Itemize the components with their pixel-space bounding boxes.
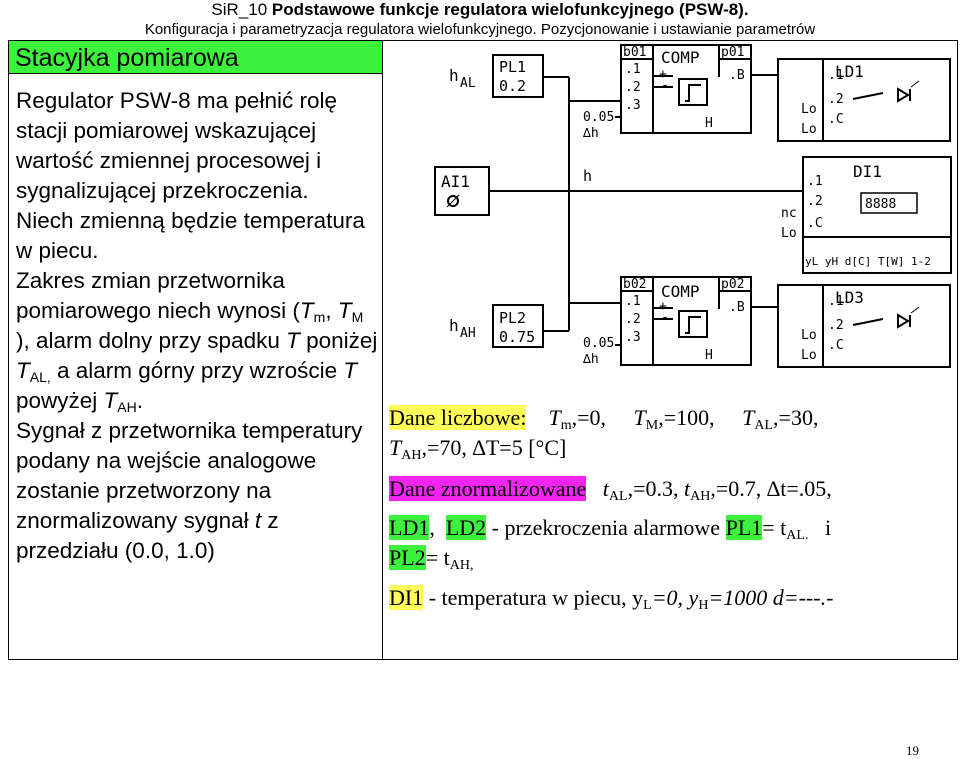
paragraph-variable: Niech zmienną będzie temperatura w piecu… <box>16 208 365 263</box>
svg-text:.2: .2 <box>807 194 823 209</box>
di1-block <box>802 156 952 274</box>
svg-text:Lo: Lo <box>801 348 817 363</box>
h-signal-label: h <box>583 167 592 185</box>
b02-label: b02 <box>623 277 646 292</box>
hysteresis1-value: 0.05 <box>583 110 614 125</box>
svg-text:.2: .2 <box>625 312 641 327</box>
svg-text:.3: .3 <box>625 98 641 113</box>
title-highlight <box>9 41 382 74</box>
led3-icon <box>897 313 910 329</box>
paragraph-range: Zakres zmian przetwornika pomiarowego ni… <box>16 268 378 415</box>
comp2-block <box>620 276 752 366</box>
svg-text:Lo: Lo <box>781 226 797 241</box>
function-block-diagram: h AL PL1 0.2 b01 COMP p01 .1 .2 .3 .B H … <box>434 44 952 368</box>
b01-label: b01 <box>623 45 646 60</box>
pl2-value: 0.75 <box>499 328 535 346</box>
comp1-symbol <box>678 78 708 106</box>
svg-text:.1: .1 <box>828 294 844 309</box>
numeric-data-line2: TAH,=70, ∆T=5 [°C] <box>389 435 567 463</box>
column-divider <box>382 40 383 660</box>
ld1-block <box>777 58 951 142</box>
comp2-label: COMP <box>661 282 700 301</box>
ai-input-icon <box>447 195 459 207</box>
header-line2: Konfiguracja i parametryzacja regulatora… <box>144 21 816 38</box>
svg-text:H: H <box>705 348 713 363</box>
header-line1: SiR_10 Podstawowe funkcje regulatora wie… <box>211 0 749 19</box>
svg-text:-: - <box>661 310 669 325</box>
svg-text:-: - <box>661 78 669 93</box>
svg-text:.B: .B <box>729 68 745 83</box>
display-params: yL yH d[C] T[W] 1-2 <box>805 255 931 268</box>
content-frame <box>8 40 958 660</box>
svg-text:.B: .B <box>729 300 745 315</box>
display-line: DI1 - temperatura w piecu, yL=0, yH=1000… <box>389 585 834 613</box>
svg-text:+: + <box>659 299 667 314</box>
slide-title: Stacyjka pomiarowa <box>15 44 239 72</box>
svg-text:.1: .1 <box>828 68 844 83</box>
ld3-block <box>777 284 951 368</box>
alarm-line1: LD1, LD2 - przekroczenia alarmowe PL1= t… <box>389 515 832 543</box>
svg-text:.1: .1 <box>807 174 823 189</box>
h-ah-sub: AH <box>460 326 476 341</box>
svg-text:.1: .1 <box>625 294 641 309</box>
svg-text:Lo: Lo <box>801 102 817 117</box>
h-al-label: h <box>449 66 459 85</box>
display-digits: 8888 <box>865 197 896 212</box>
hysteresis2-label: ∆h <box>582 352 599 367</box>
svg-text:Lo: Lo <box>801 122 817 137</box>
ld1-label: LD1 <box>835 62 864 81</box>
svg-text:.2: .2 <box>625 80 641 95</box>
pl1-value: 0.2 <box>499 77 526 95</box>
p01-label: p01 <box>721 45 744 60</box>
comp1-label: COMP <box>661 48 700 67</box>
svg-text:Lo: Lo <box>801 328 817 343</box>
svg-text:.C: .C <box>828 338 844 353</box>
svg-text:nc: nc <box>781 206 797 221</box>
di1-label: DI1 <box>853 162 882 181</box>
numeric-data-line1: Dane liczbowe: Tm,=0, TM,=100, TAL,=30, <box>389 405 819 433</box>
svg-text:.C: .C <box>807 216 823 231</box>
svg-text:+: + <box>659 67 667 82</box>
svg-text:.C: .C <box>828 112 844 127</box>
left-description: Regulator PSW-8 ma pełnić rolę stacji po… <box>16 86 378 566</box>
ai1-label: AI1 <box>441 172 470 191</box>
svg-text:.2: .2 <box>828 92 844 107</box>
svg-text:.1: .1 <box>625 62 641 77</box>
paragraph-signal: Sygnał z przetwornika temperatury podany… <box>16 418 363 563</box>
page-number: 19 <box>906 743 919 758</box>
svg-text:H: H <box>705 116 713 131</box>
h-al-sub: AL <box>460 76 476 91</box>
svg-text:.3: .3 <box>625 330 641 345</box>
pl2-block <box>492 304 544 348</box>
ld3-label: LD3 <box>835 288 864 307</box>
svg-text:.2: .2 <box>828 318 844 333</box>
comp2-symbol <box>678 310 708 338</box>
p02-label: p02 <box>721 277 744 292</box>
alarm-line2: PL2= tAH, <box>389 545 474 573</box>
led-icon <box>897 87 910 103</box>
hysteresis2-value: 0.05 <box>583 336 614 351</box>
pl2-label: PL2 <box>499 309 526 327</box>
pl1-label: PL1 <box>499 58 526 76</box>
paragraph-role: Regulator PSW-8 ma pełnić rolę stacji po… <box>16 88 337 203</box>
h-ah-label: h <box>449 316 459 335</box>
comp1-block <box>620 44 752 134</box>
digital-display <box>860 192 918 214</box>
hysteresis1-label: ∆h <box>582 126 599 141</box>
normalized-data-line: Dane znormalizowane tAL,=0.3, tAH,=0.7, … <box>389 476 832 504</box>
